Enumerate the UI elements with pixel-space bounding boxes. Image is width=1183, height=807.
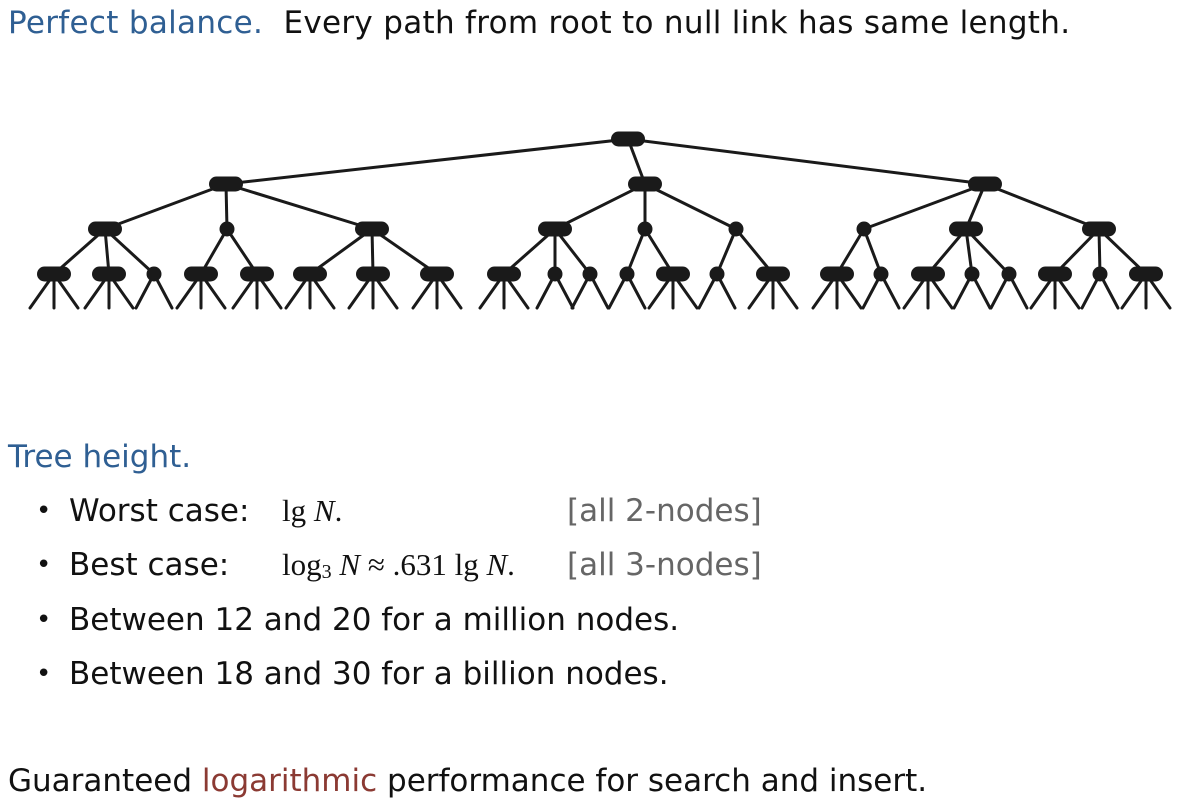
tree-link bbox=[983, 182, 1101, 231]
three-node bbox=[184, 266, 218, 282]
three-node bbox=[92, 266, 126, 282]
three-node bbox=[820, 266, 854, 282]
three-node bbox=[949, 221, 983, 237]
three-node bbox=[355, 221, 389, 237]
conclusion-highlight: logarithmic bbox=[201, 763, 378, 799]
two-node bbox=[219, 221, 235, 237]
tree-link bbox=[370, 227, 439, 276]
three-node bbox=[420, 266, 454, 282]
three-node bbox=[911, 266, 945, 282]
tree-link bbox=[625, 227, 647, 276]
million-nodes-text: Between 12 and 20 for a million nodes. bbox=[69, 602, 680, 638]
three-node bbox=[240, 266, 274, 282]
perfect-balance-statement: Perfect balance. Every path from root to… bbox=[8, 0, 1070, 46]
two-node bbox=[728, 221, 744, 237]
perfect-balance-text: Every path from root to null link has sa… bbox=[283, 5, 1071, 41]
three-node bbox=[1129, 266, 1163, 282]
tree-link bbox=[224, 182, 374, 231]
two-node bbox=[582, 266, 598, 282]
two-node bbox=[637, 221, 653, 237]
worst-case-note: [all 2-nodes] bbox=[567, 493, 762, 529]
two-node bbox=[856, 221, 872, 237]
worst-case-label: Worst case: bbox=[69, 493, 250, 529]
worst-case-formula: lg N. bbox=[282, 493, 343, 528]
best-case-note: [all 3-nodes] bbox=[567, 547, 762, 583]
best-case-label: Best case: bbox=[69, 547, 230, 583]
two-node bbox=[146, 266, 162, 282]
tree-height-title: Tree height. bbox=[8, 439, 192, 475]
tree-link bbox=[626, 137, 987, 186]
tree-link bbox=[643, 182, 738, 231]
billion-nodes-text: Between 18 and 30 for a billion nodes. bbox=[69, 656, 669, 692]
three-node bbox=[487, 266, 521, 282]
conclusion-statement: Guaranteed logarithmic performance for s… bbox=[8, 758, 927, 804]
three-node bbox=[293, 266, 327, 282]
bullet-dot-icon: • bbox=[36, 550, 52, 580]
three-node bbox=[209, 176, 243, 192]
tree-link bbox=[553, 182, 647, 231]
three-node bbox=[88, 221, 122, 237]
two-node bbox=[547, 266, 563, 282]
tree-link bbox=[715, 227, 738, 276]
two-node bbox=[873, 266, 889, 282]
two-node bbox=[709, 266, 725, 282]
tree-link bbox=[862, 182, 987, 231]
best-case-formula: log3 N ≈ .631 lg N. bbox=[282, 547, 515, 583]
three-node bbox=[538, 221, 572, 237]
three-node bbox=[37, 266, 71, 282]
two-node bbox=[964, 266, 980, 282]
conclusion-after: performance for search and insert. bbox=[377, 763, 928, 799]
three-node bbox=[1082, 221, 1116, 237]
two-node bbox=[619, 266, 635, 282]
tree-link bbox=[862, 227, 883, 276]
three-node bbox=[628, 176, 662, 192]
three-node bbox=[756, 266, 790, 282]
conclusion-before: Guaranteed bbox=[8, 763, 202, 799]
bullet-dot-icon: • bbox=[36, 659, 52, 689]
three-node bbox=[356, 266, 390, 282]
tree-link bbox=[308, 227, 374, 276]
tree-link bbox=[103, 182, 228, 231]
two-node bbox=[1001, 266, 1017, 282]
bullet-dot-icon: • bbox=[36, 496, 52, 526]
three-node bbox=[968, 176, 1002, 192]
tree-link bbox=[224, 137, 630, 186]
perfect-balance-label: Perfect balance. bbox=[8, 5, 264, 41]
three-node bbox=[656, 266, 690, 282]
three-node bbox=[1038, 266, 1072, 282]
three-node bbox=[611, 131, 645, 147]
bullet-dot-icon: • bbox=[36, 605, 52, 635]
two-node bbox=[1092, 266, 1108, 282]
